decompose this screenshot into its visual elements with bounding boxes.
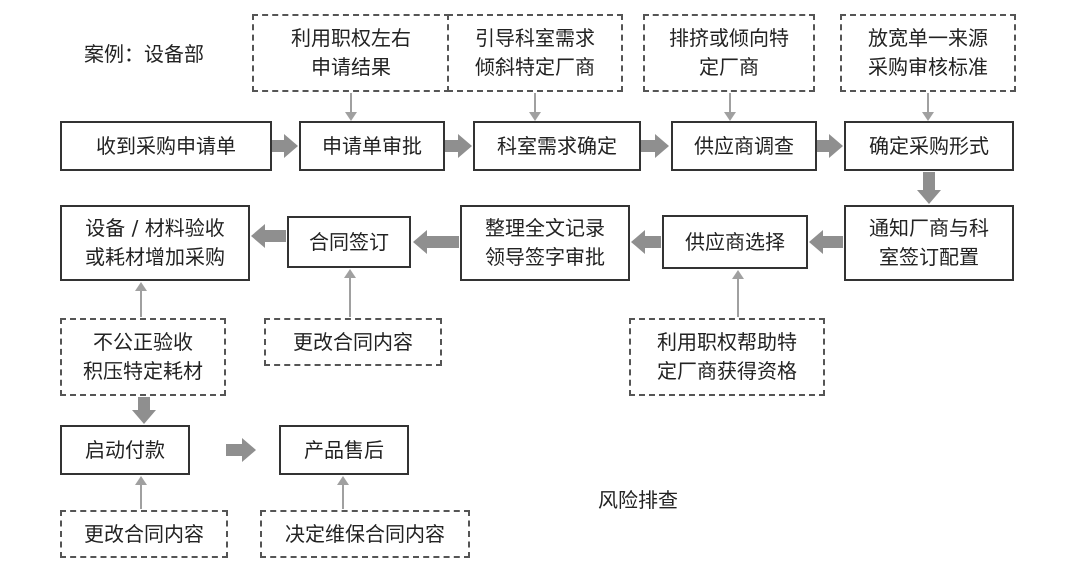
arrow-pay-to-after	[226, 438, 256, 462]
risk-check-label: 风险排查	[598, 488, 678, 512]
acceptance-node: 设备 / 材料验收 或耗材增加采购	[60, 205, 250, 281]
arrow-risk-exclude-to-survey	[724, 93, 736, 121]
arrow-receive-to-approve	[272, 134, 298, 158]
risk-relax-single-source: 放宽单一来源 采购审核标准	[840, 14, 1016, 92]
receive-requisition-node: 收到采购申请单	[60, 121, 272, 171]
arrow-dept-to-survey	[641, 134, 669, 158]
supplier-survey-node: 供应商调查	[671, 121, 817, 171]
arrow-risk-maint-to-after	[337, 476, 349, 509]
arrow-risk-change2-to-pay	[135, 476, 147, 509]
risk-exclude-vendor: 排挤或倾向特 定厂商	[643, 14, 815, 92]
arrow-approve-to-dept	[445, 134, 472, 158]
after-sales-node: 产品售后	[279, 425, 409, 475]
requisition-approval-node: 申请单审批	[299, 121, 445, 171]
record-approval-node: 整理全文记录 领导签字审批	[460, 205, 630, 281]
risk-change-contract-1: 更改合同内容	[264, 318, 442, 366]
supplier-selection-node: 供应商选择	[662, 215, 808, 269]
arrow-unfair-to-pay	[132, 397, 156, 424]
risk-abuse-result: 利用职权左右 申请结果	[252, 14, 450, 92]
risk-change-contract-2: 更改合同内容	[60, 510, 228, 558]
risk-maintenance-contract: 决定维保合同内容	[260, 510, 470, 558]
case-title: 案例：设备部	[84, 42, 204, 66]
arrow-risk-change1-to-sign	[344, 269, 356, 317]
start-payment-node: 启动付款	[60, 425, 190, 475]
risk-guide-vendor: 引导科室需求 倾斜特定厂商	[447, 14, 623, 92]
risk-help-vendor-qualify: 利用职权帮助特 定厂商获得资格	[629, 318, 825, 396]
arrow-risk-relax-to-form	[922, 93, 934, 121]
arrow-select-to-record	[631, 230, 661, 254]
arrow-sign-to-accept	[251, 224, 286, 248]
purchase-form-node: 确定采购形式	[844, 121, 1014, 171]
risk-unfair-acceptance: 不公正验收 积压特定耗材	[60, 318, 226, 396]
arrow-record-to-sign	[413, 230, 459, 254]
contract-signing-node: 合同签订	[287, 216, 411, 268]
arrow-notify-to-select	[809, 230, 843, 254]
dept-needs-node: 科室需求确定	[473, 121, 641, 171]
arrow-risk-abuse-to-approve	[345, 93, 357, 121]
notify-vendor-node: 通知厂商与科 室签订配置	[844, 205, 1014, 281]
arrow-form-to-notify	[917, 172, 941, 204]
arrow-survey-to-form	[817, 134, 843, 158]
arrow-risk-guide-to-dept	[529, 93, 541, 121]
arrow-risk-help-to-select	[732, 270, 744, 317]
arrow-risk-unfair-to-accept	[135, 282, 147, 317]
